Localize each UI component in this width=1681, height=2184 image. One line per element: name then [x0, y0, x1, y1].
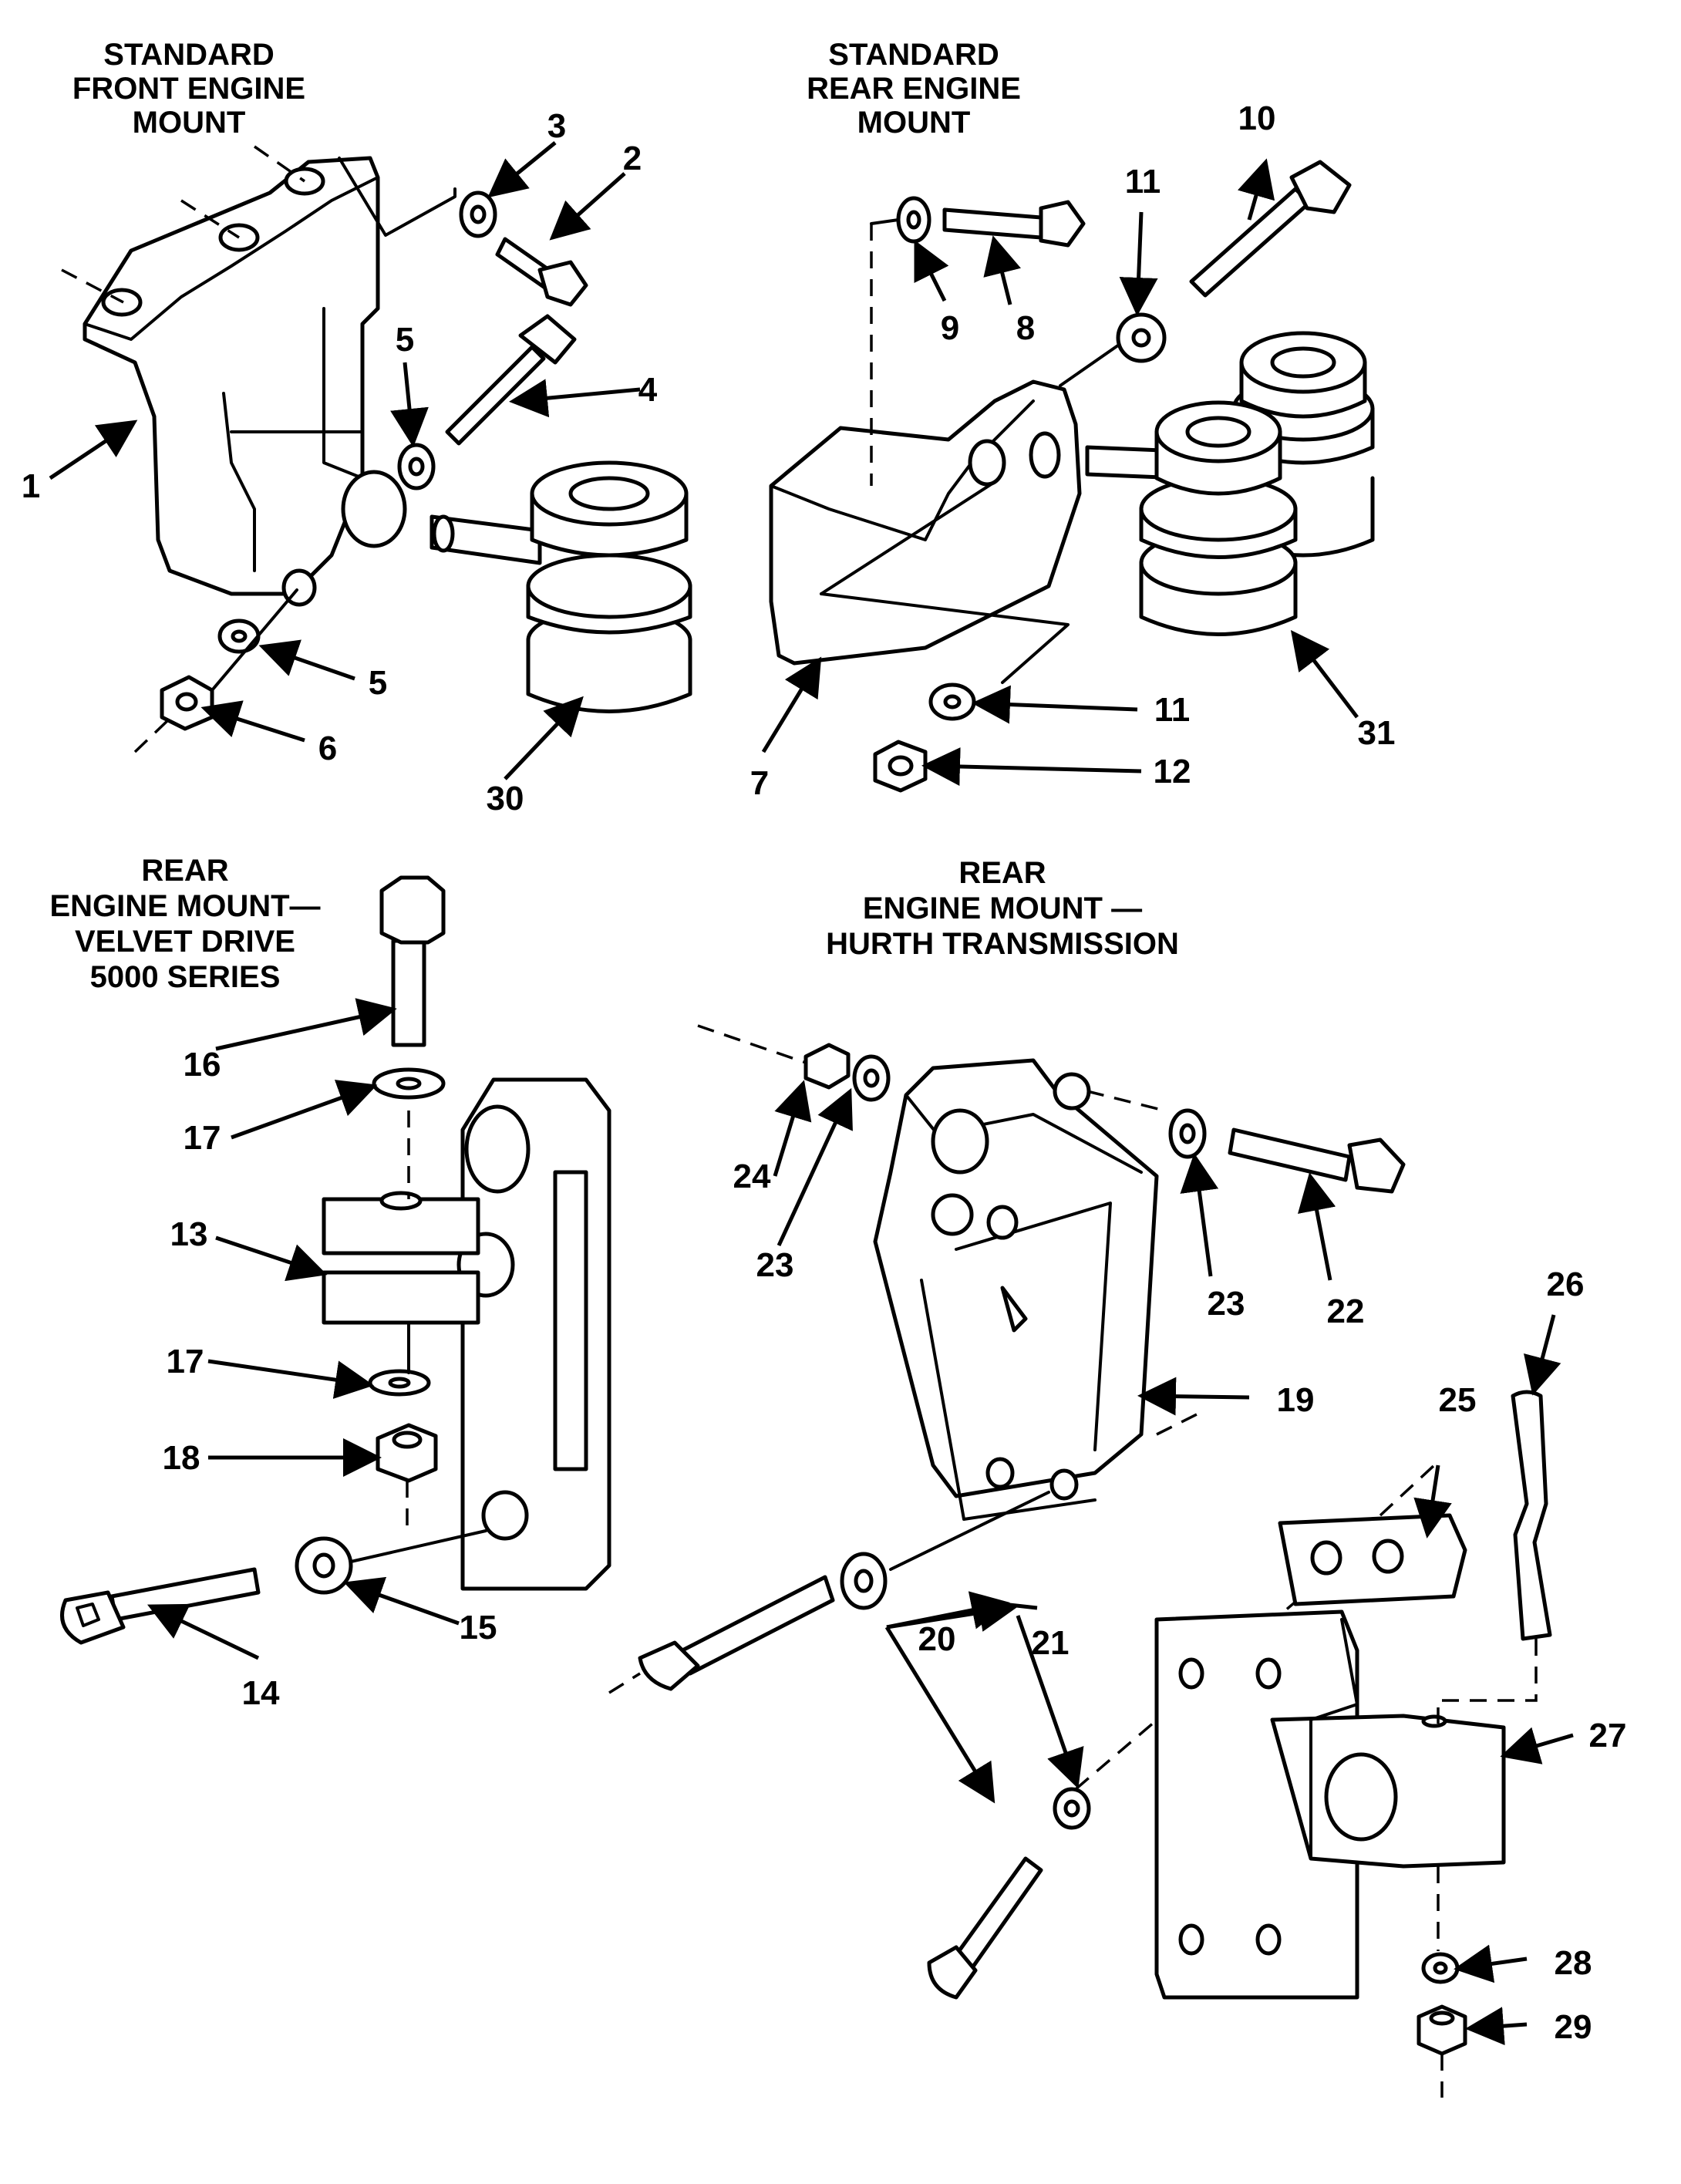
svg-text:FRONT ENGINE: FRONT ENGINE — [72, 72, 305, 106]
svg-text:STANDARD: STANDARD — [103, 38, 274, 72]
hurth-capscrew-20-lower — [927, 1856, 1043, 2000]
front-mount-title: STANDARD FRONT ENGINE MOUNT — [72, 38, 305, 140]
svg-text:REAR: REAR — [958, 856, 1046, 890]
callout-11b: 11 — [1154, 691, 1191, 729]
front-nut-6 — [133, 588, 298, 753]
velvet-washer-17-upper — [372, 1067, 446, 1100]
callout-20: 20 — [918, 1620, 956, 1658]
callout-31: 31 — [1358, 714, 1396, 752]
svg-text:VELVET DRIVE: VELVET DRIVE — [75, 925, 295, 959]
callout-26: 26 — [1547, 1266, 1585, 1303]
callout-19: 19 — [1277, 1381, 1315, 1419]
callout-leaders — [49, 141, 1574, 2046]
callout-21: 21 — [1032, 1624, 1070, 1662]
callout-23a: 23 — [756, 1246, 794, 1284]
callout-14: 14 — [242, 1674, 280, 1712]
callout-16: 16 — [184, 1046, 221, 1084]
hurth-spacer-25 — [1278, 1464, 1467, 1606]
callout-numbers: 1 2 3 4 5 5 6 30 7 8 9 10 11 11 12 31 16… — [22, 99, 1627, 2046]
svg-text:5000 SERIES: 5000 SERIES — [90, 960, 281, 994]
callout-18: 18 — [163, 1439, 200, 1477]
callout-5b: 5 — [369, 664, 387, 702]
velvet-bracket — [456, 1077, 611, 1591]
svg-text:MOUNT: MOUNT — [857, 106, 971, 140]
callout-10: 10 — [1238, 99, 1276, 137]
svg-text:ENGINE MOUNT —: ENGINE MOUNT — — [863, 891, 1142, 925]
hurth-transmission-title: REAR ENGINE MOUNT — HURTH TRANSMISSION — [826, 856, 1179, 961]
callout-9: 9 — [941, 309, 959, 347]
callout-25: 25 — [1439, 1381, 1477, 1419]
callout-13: 13 — [170, 1215, 208, 1253]
svg-text:MOUNT: MOUNT — [133, 106, 246, 140]
rear-mount-title: STANDARD REAR ENGINE MOUNT — [807, 38, 1021, 140]
callout-28: 28 — [1555, 1944, 1592, 1982]
hurth-bolt-22 — [1228, 1127, 1406, 1194]
velvet-lockwasher-15 — [295, 1536, 353, 1595]
callout-29: 29 — [1555, 2008, 1592, 2046]
hurth-washer-23-left — [852, 1054, 891, 1102]
velvet-drive-title: REAR ENGINE MOUNT— VELVET DRIVE 5000 SER… — [49, 854, 320, 994]
callout-27: 27 — [1589, 1717, 1627, 1754]
callout-12: 12 — [1154, 753, 1191, 790]
callout-15: 15 — [460, 1609, 497, 1646]
velvet-washer-17-lower — [368, 1321, 431, 1397]
callout-6: 6 — [318, 730, 337, 767]
rear-washer-9 — [896, 196, 931, 244]
callout-4: 4 — [638, 371, 658, 409]
hurth-washer-23-right — [1168, 1108, 1207, 1159]
rear-isolator-31-front — [1139, 400, 1298, 636]
hurth-nut-24 — [697, 1024, 851, 1090]
callout-30: 30 — [487, 780, 524, 817]
front-isolator-30 — [526, 460, 692, 713]
front-mount-stud — [430, 514, 542, 565]
callout-1: 1 — [22, 467, 40, 505]
callout-11a: 11 — [1125, 163, 1161, 201]
svg-text:HURTH TRANSMISSION: HURTH TRANSMISSION — [826, 927, 1179, 961]
velvet-block-13-lower — [322, 1270, 480, 1325]
front-bolt-4 — [445, 314, 577, 446]
callout-3: 3 — [547, 107, 566, 145]
front-washer-5-upper — [397, 443, 436, 490]
hurth-bracket-27 — [1154, 1609, 1506, 2000]
callout-24: 24 — [733, 1158, 771, 1195]
front-washer-3 — [459, 190, 497, 238]
hurth-lockwasher-21-upper — [840, 1491, 1050, 1610]
hurth-bracket-19 — [873, 1058, 1204, 1521]
svg-text:REAR: REAR — [141, 854, 228, 888]
front-washer-5-lower — [217, 618, 261, 654]
velvet-nut-18 — [376, 1423, 438, 1535]
hurth-lockwasher-28 — [1421, 1866, 1460, 1984]
velvet-bolt-16 — [379, 875, 446, 1199]
callout-23b: 23 — [1208, 1285, 1245, 1323]
hurth-capscrew-20-upper — [608, 1575, 835, 1694]
callout-5a: 5 — [396, 321, 414, 359]
velvet-block-13-upper — [322, 1191, 480, 1255]
rear-mount-bracket-7 — [769, 218, 1150, 684]
svg-text:REAR ENGINE: REAR ENGINE — [807, 72, 1021, 106]
rear-nut-12 — [873, 740, 928, 793]
rear-bolt-8 — [942, 200, 1086, 248]
rear-washer-11-upper — [1116, 312, 1167, 363]
callout-22: 22 — [1327, 1293, 1365, 1330]
rear-bolt-10 — [1189, 160, 1352, 298]
svg-text:ENGINE MOUNT—: ENGINE MOUNT— — [49, 889, 320, 923]
front-mount-bracket — [61, 145, 456, 607]
svg-text:STANDARD: STANDARD — [828, 38, 999, 72]
rear-washer-11-lower — [928, 682, 976, 721]
callout-17b: 17 — [167, 1343, 204, 1380]
callout-17a: 17 — [184, 1119, 221, 1157]
hurth-nut-29 — [1417, 2004, 1467, 2098]
callout-2: 2 — [623, 140, 642, 177]
velvet-capscrew-14 — [60, 1529, 487, 1645]
callout-7: 7 — [750, 764, 769, 802]
front-bolt-2 — [495, 237, 588, 307]
callout-8: 8 — [1016, 309, 1035, 347]
